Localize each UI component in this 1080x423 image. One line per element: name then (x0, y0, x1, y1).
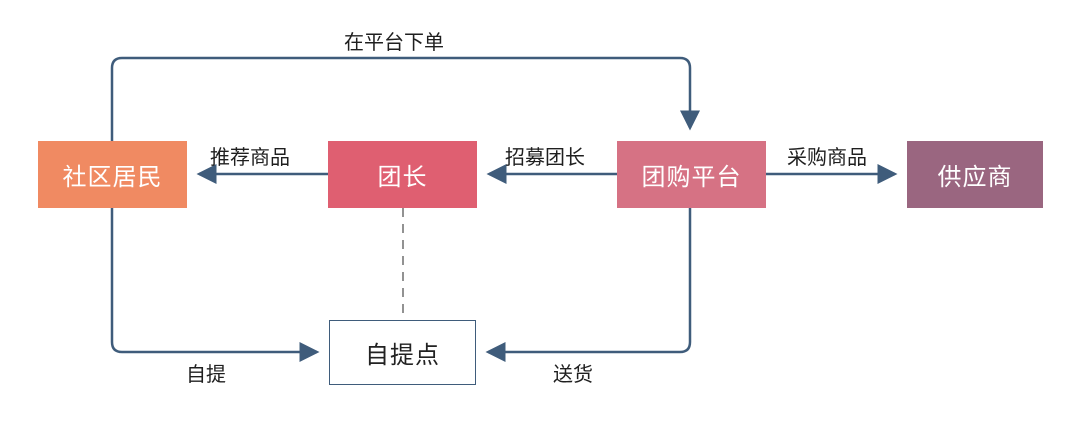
self-pickup-arrow (110, 208, 320, 362)
order-arrow (110, 56, 700, 141)
edge-label-recruit-leader: 招募团长 (505, 145, 585, 169)
node-supplier-label: 供应商 (937, 163, 1013, 191)
delivery-arrow (485, 208, 692, 362)
edge-label-purchase-goods: 采购商品 (787, 145, 867, 169)
node-leader-label: 团长 (377, 163, 428, 191)
node-community-residents: 社区居民 (38, 141, 187, 208)
node-pickup-label: 自提点 (365, 341, 440, 369)
node-platform-label: 团购平台 (641, 163, 742, 191)
node-group-leader: 团长 (328, 141, 477, 208)
node-supplier: 供应商 (907, 141, 1043, 208)
node-residents-label: 社区居民 (62, 163, 163, 191)
edge-label-recommend-goods: 推荐商品 (210, 145, 290, 169)
node-group-buying-platform: 团购平台 (617, 141, 766, 208)
edge-label-order-on-platform: 在平台下单 (344, 30, 444, 54)
node-pickup-point: 自提点 (329, 320, 476, 385)
edge-label-self-pickup: 自提 (186, 362, 226, 386)
edge-label-delivery: 送货 (553, 362, 593, 386)
